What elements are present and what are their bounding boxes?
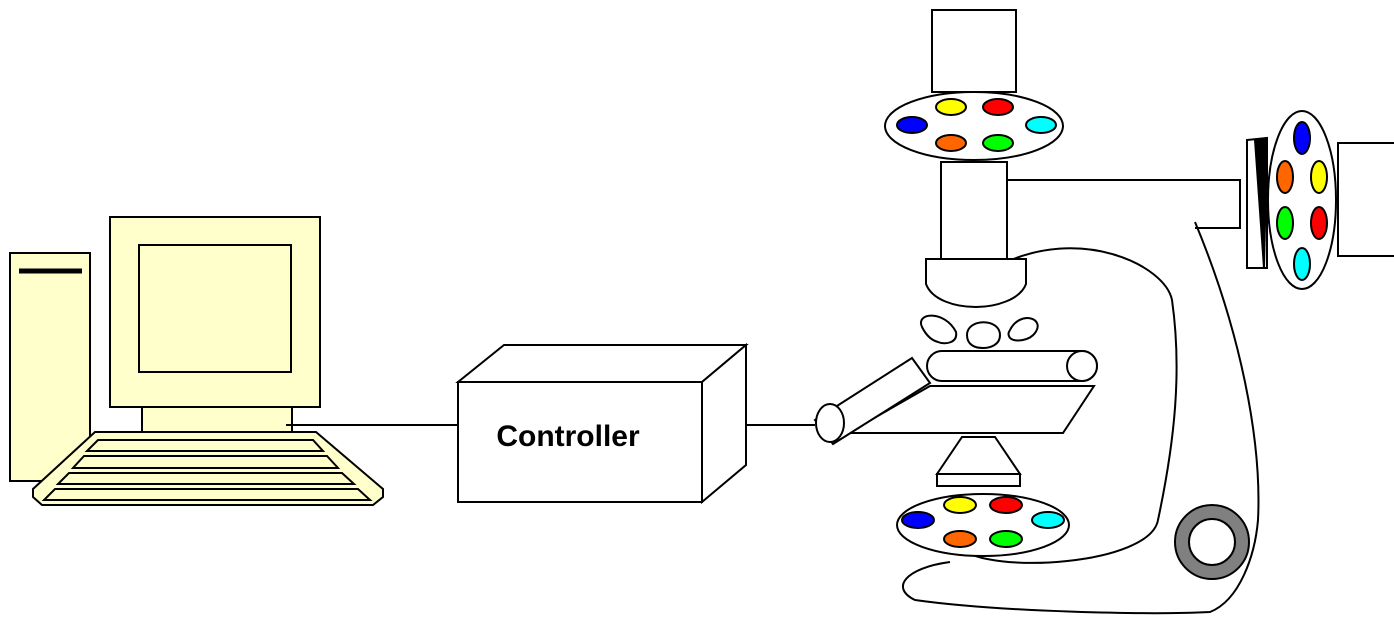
shutter-wedge — [1246, 136, 1269, 269]
microscope-stage — [813, 350, 1098, 446]
condenser — [935, 436, 1022, 487]
microscope-icon — [813, 161, 1260, 615]
side-camera — [1337, 142, 1394, 257]
computer-tower — [9, 252, 91, 482]
computer-keyboard — [32, 431, 384, 506]
controller-box — [455, 342, 749, 505]
filter-wheel-top — [884, 91, 1064, 161]
focus-knob — [1174, 504, 1250, 580]
computer-icon — [9, 216, 384, 506]
controller-label: Controller — [496, 420, 640, 453]
microscope-tube — [940, 161, 1241, 260]
computer-monitor — [109, 216, 321, 436]
top-camera — [931, 9, 1017, 93]
objective-lenses — [919, 258, 1039, 350]
filter-wheel-side — [1267, 110, 1337, 290]
filter-wheel-bottom — [896, 493, 1070, 557]
